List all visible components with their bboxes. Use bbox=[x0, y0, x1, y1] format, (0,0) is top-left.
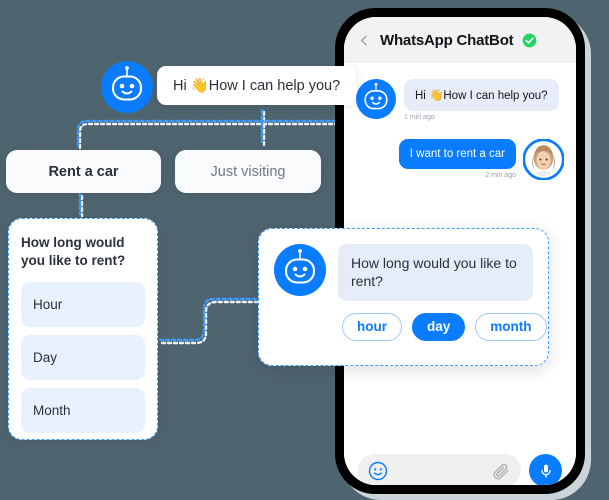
message-bubble: Hi 👋How I can help you? bbox=[404, 79, 559, 111]
flow-option-just-visiting[interactable]: Just visiting bbox=[175, 150, 321, 193]
flow-duration-day[interactable]: Day bbox=[21, 335, 145, 381]
woman-avatar bbox=[523, 139, 564, 180]
chip-hour[interactable]: hour bbox=[342, 312, 402, 341]
flow-greeting-bubble: Hi 👋How I can help you? bbox=[157, 66, 357, 105]
page-title: WhatsApp ChatBot bbox=[380, 31, 514, 49]
chevron-left-icon[interactable] bbox=[358, 34, 371, 47]
flow-card-title: How long would you like to rent? bbox=[21, 235, 126, 269]
flow-option-rent-a-car[interactable]: Rent a car bbox=[6, 150, 161, 193]
message-timestamp: 1 min ago bbox=[404, 114, 435, 121]
message-input-bar[interactable] bbox=[344, 454, 576, 485]
message-row-bot: Hi 👋How I can help you? 1 min ago bbox=[344, 79, 576, 121]
quick-reply-chips: hour day month bbox=[342, 312, 547, 341]
flow-duration-month[interactable]: Month bbox=[21, 388, 145, 434]
smiley-icon[interactable] bbox=[368, 461, 388, 481]
message-input-field[interactable] bbox=[358, 454, 521, 485]
message-row-user: I want to rent a car 2 min ago bbox=[344, 139, 576, 180]
robot-avatar bbox=[356, 79, 396, 119]
chat-header: WhatsApp ChatBot bbox=[344, 17, 576, 63]
microphone-icon bbox=[540, 464, 551, 478]
microphone-button[interactable] bbox=[529, 454, 562, 485]
quick-reply-message: How long would you like to rent? bbox=[338, 244, 533, 301]
paperclip-icon[interactable] bbox=[491, 461, 511, 481]
chip-day[interactable]: day bbox=[412, 312, 466, 341]
chip-month[interactable]: month bbox=[475, 312, 547, 341]
flow-duration-card: How long would you like to rent? Hour Da… bbox=[8, 218, 158, 440]
verified-check-icon bbox=[523, 33, 537, 47]
message-timestamp: 2 min ago bbox=[485, 172, 516, 179]
robot-avatar bbox=[101, 61, 153, 113]
robot-avatar bbox=[274, 244, 326, 296]
quick-reply-card: How long would you like to rent? hour da… bbox=[258, 228, 549, 366]
message-bubble: I want to rent a car bbox=[398, 139, 516, 169]
flow-duration-hour[interactable]: Hour bbox=[21, 282, 145, 328]
